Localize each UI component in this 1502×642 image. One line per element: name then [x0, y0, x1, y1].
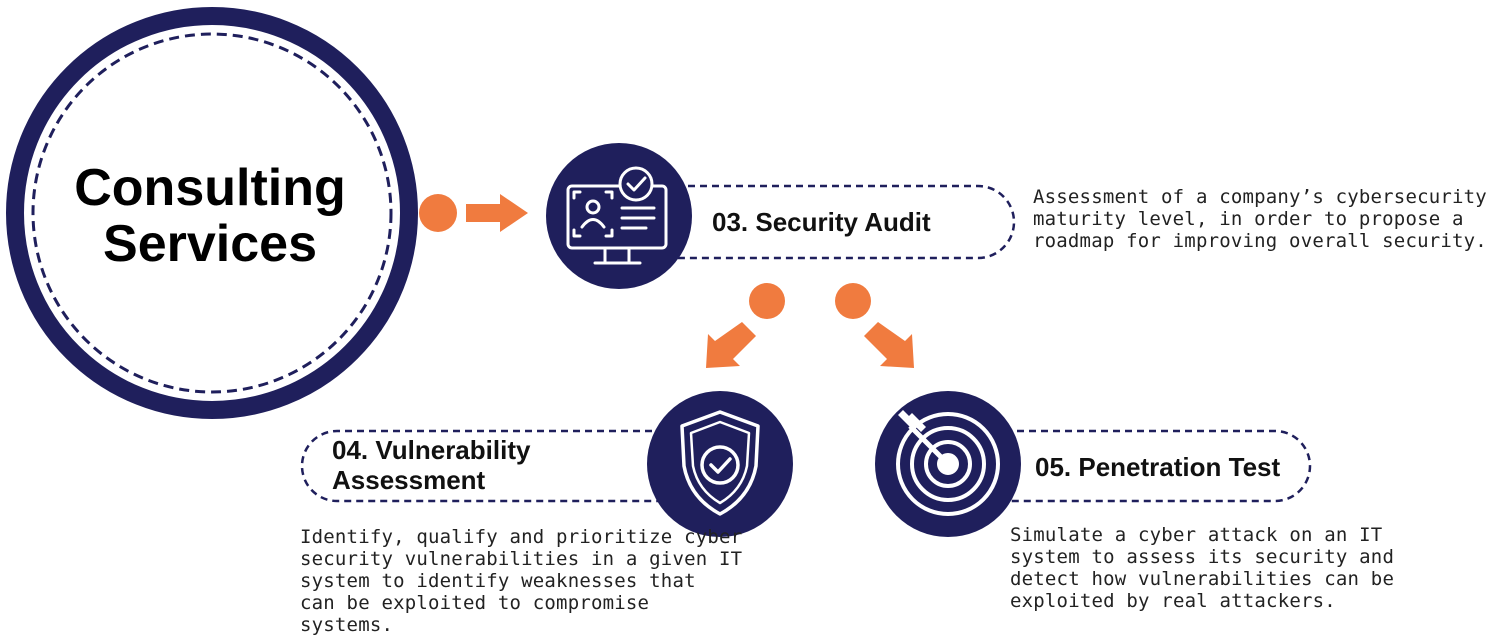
arrow-to-penetration [835, 283, 914, 368]
security-audit-label: 03. Security Audit [712, 207, 931, 237]
vulnerability-assessment-label: 04. Vulnerability Assessment [332, 435, 531, 495]
penetration-badge [875, 391, 1021, 537]
shield-check-icon [680, 410, 760, 516]
target-arrow-icon [896, 410, 1000, 516]
arrow-to-vulnerability [706, 283, 785, 368]
penetration-test-description: Simulate a cyber attack on an IT system … [1010, 524, 1395, 612]
vulnerability-pill [300, 429, 700, 503]
vulnerability-assessment-description: Identify, qualify and prioritize cyber s… [300, 526, 743, 636]
security-audit-description: Assessment of a company’s cybersecurity … [1033, 186, 1487, 252]
penetration-pill [945, 429, 1312, 503]
security-audit-pill [640, 184, 1016, 260]
consulting-circle [6, 7, 418, 419]
monitor-id-check-icon [566, 166, 668, 265]
consulting-services-title: Consulting Services [40, 160, 380, 272]
penetration-test-label: 05. Penetration Test [1035, 452, 1281, 482]
title-line-2: Services [103, 215, 317, 273]
security-audit-badge [546, 143, 692, 289]
arrow-to-security-audit [419, 194, 528, 232]
title-line-1: Consulting [74, 159, 346, 217]
vulnerability-badge [647, 391, 793, 537]
